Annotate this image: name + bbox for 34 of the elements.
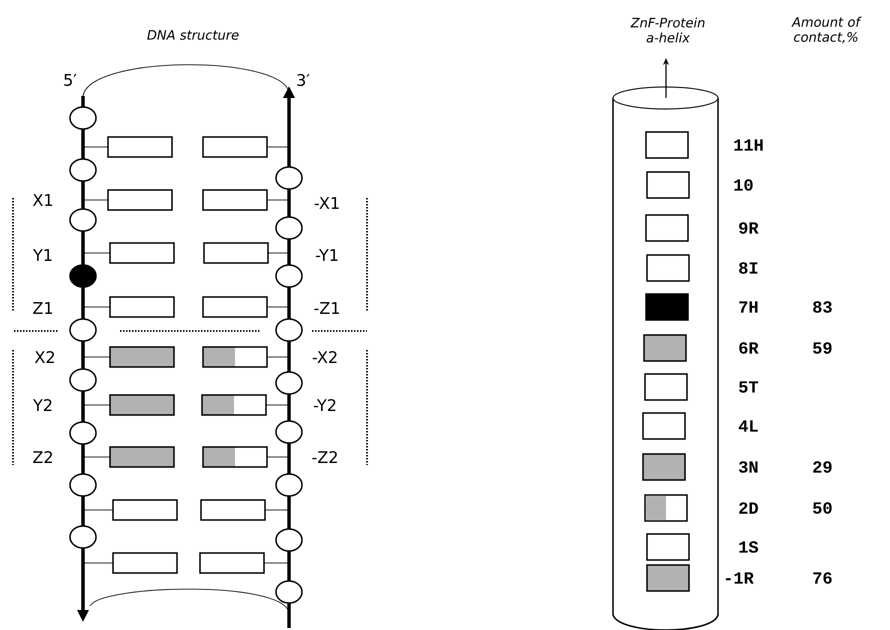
contact-value: 29	[813, 461, 832, 473]
strand-label: -X1	[314, 197, 339, 209]
residue-label: 8I	[739, 262, 758, 274]
strand-label: 3′	[297, 74, 310, 86]
residue-label: 2D	[739, 502, 758, 514]
residue-label: 1S	[739, 541, 758, 553]
strand-label: Z1	[33, 302, 52, 314]
residue-label: 10	[734, 179, 753, 191]
contact-value: 59	[813, 342, 832, 354]
strand-label: -Y2	[314, 399, 336, 411]
residue-label: 5T	[739, 381, 758, 393]
strand-label: X2	[34, 351, 54, 363]
column-heading: ZnF-Protein a-helix	[630, 17, 704, 43]
strand-label: X1	[32, 194, 52, 206]
strand-label: -Z1	[314, 302, 339, 314]
residue-label: -1R	[726, 572, 754, 584]
contact-value: 50	[813, 502, 832, 514]
residue-label: 4L	[738, 420, 758, 432]
column-heading: Amount of contact,%	[791, 16, 862, 44]
strand-label: Z2	[33, 451, 52, 463]
contact-value: 83	[813, 301, 832, 313]
residue-label: 9R	[739, 222, 759, 234]
residue-label: 11H	[734, 139, 763, 151]
strand-label: Y2	[33, 399, 52, 411]
residue-label: 3N	[738, 461, 758, 473]
residue-label: 6R	[739, 342, 759, 354]
strand-label: Y1	[33, 249, 52, 261]
residue-label: 7H	[739, 301, 758, 313]
strand-label: -Z2	[312, 451, 337, 463]
column-heading: DNA structure	[147, 30, 239, 40]
contact-value: 76	[813, 572, 832, 584]
strand-label: -X2	[312, 351, 336, 363]
strand-label: 5′	[64, 74, 77, 86]
strand-label: -Y1	[316, 249, 338, 261]
